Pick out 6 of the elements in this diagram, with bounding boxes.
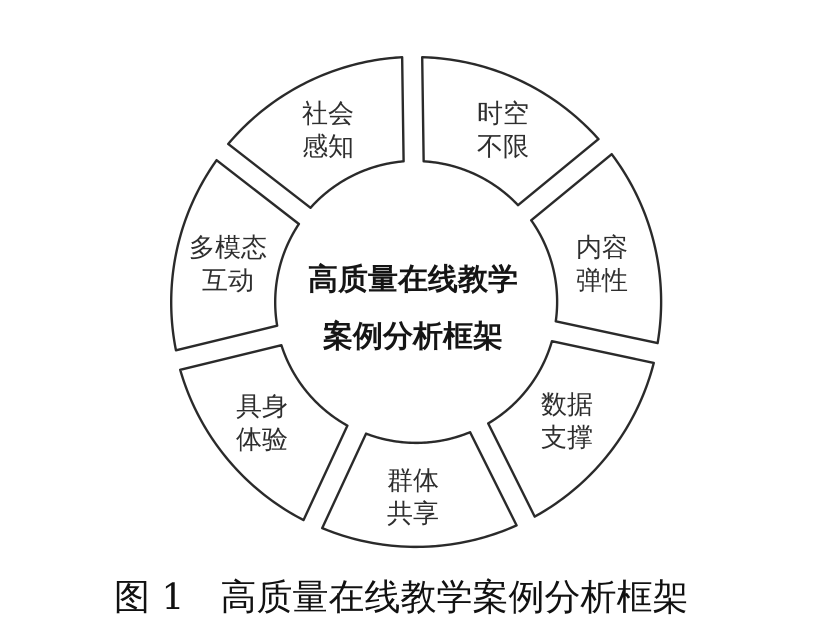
ring-segment: 群体共享	[320, 431, 518, 548]
ring-segment: 社会感知	[227, 56, 406, 210]
ring-segment: 多模态互动	[170, 158, 300, 352]
figure-caption: 图 1 高质量在线教学案例分析框架	[114, 576, 688, 620]
ring-segment: 时空不限	[421, 56, 600, 206]
ring-segment: 内容弹性	[530, 153, 662, 345]
